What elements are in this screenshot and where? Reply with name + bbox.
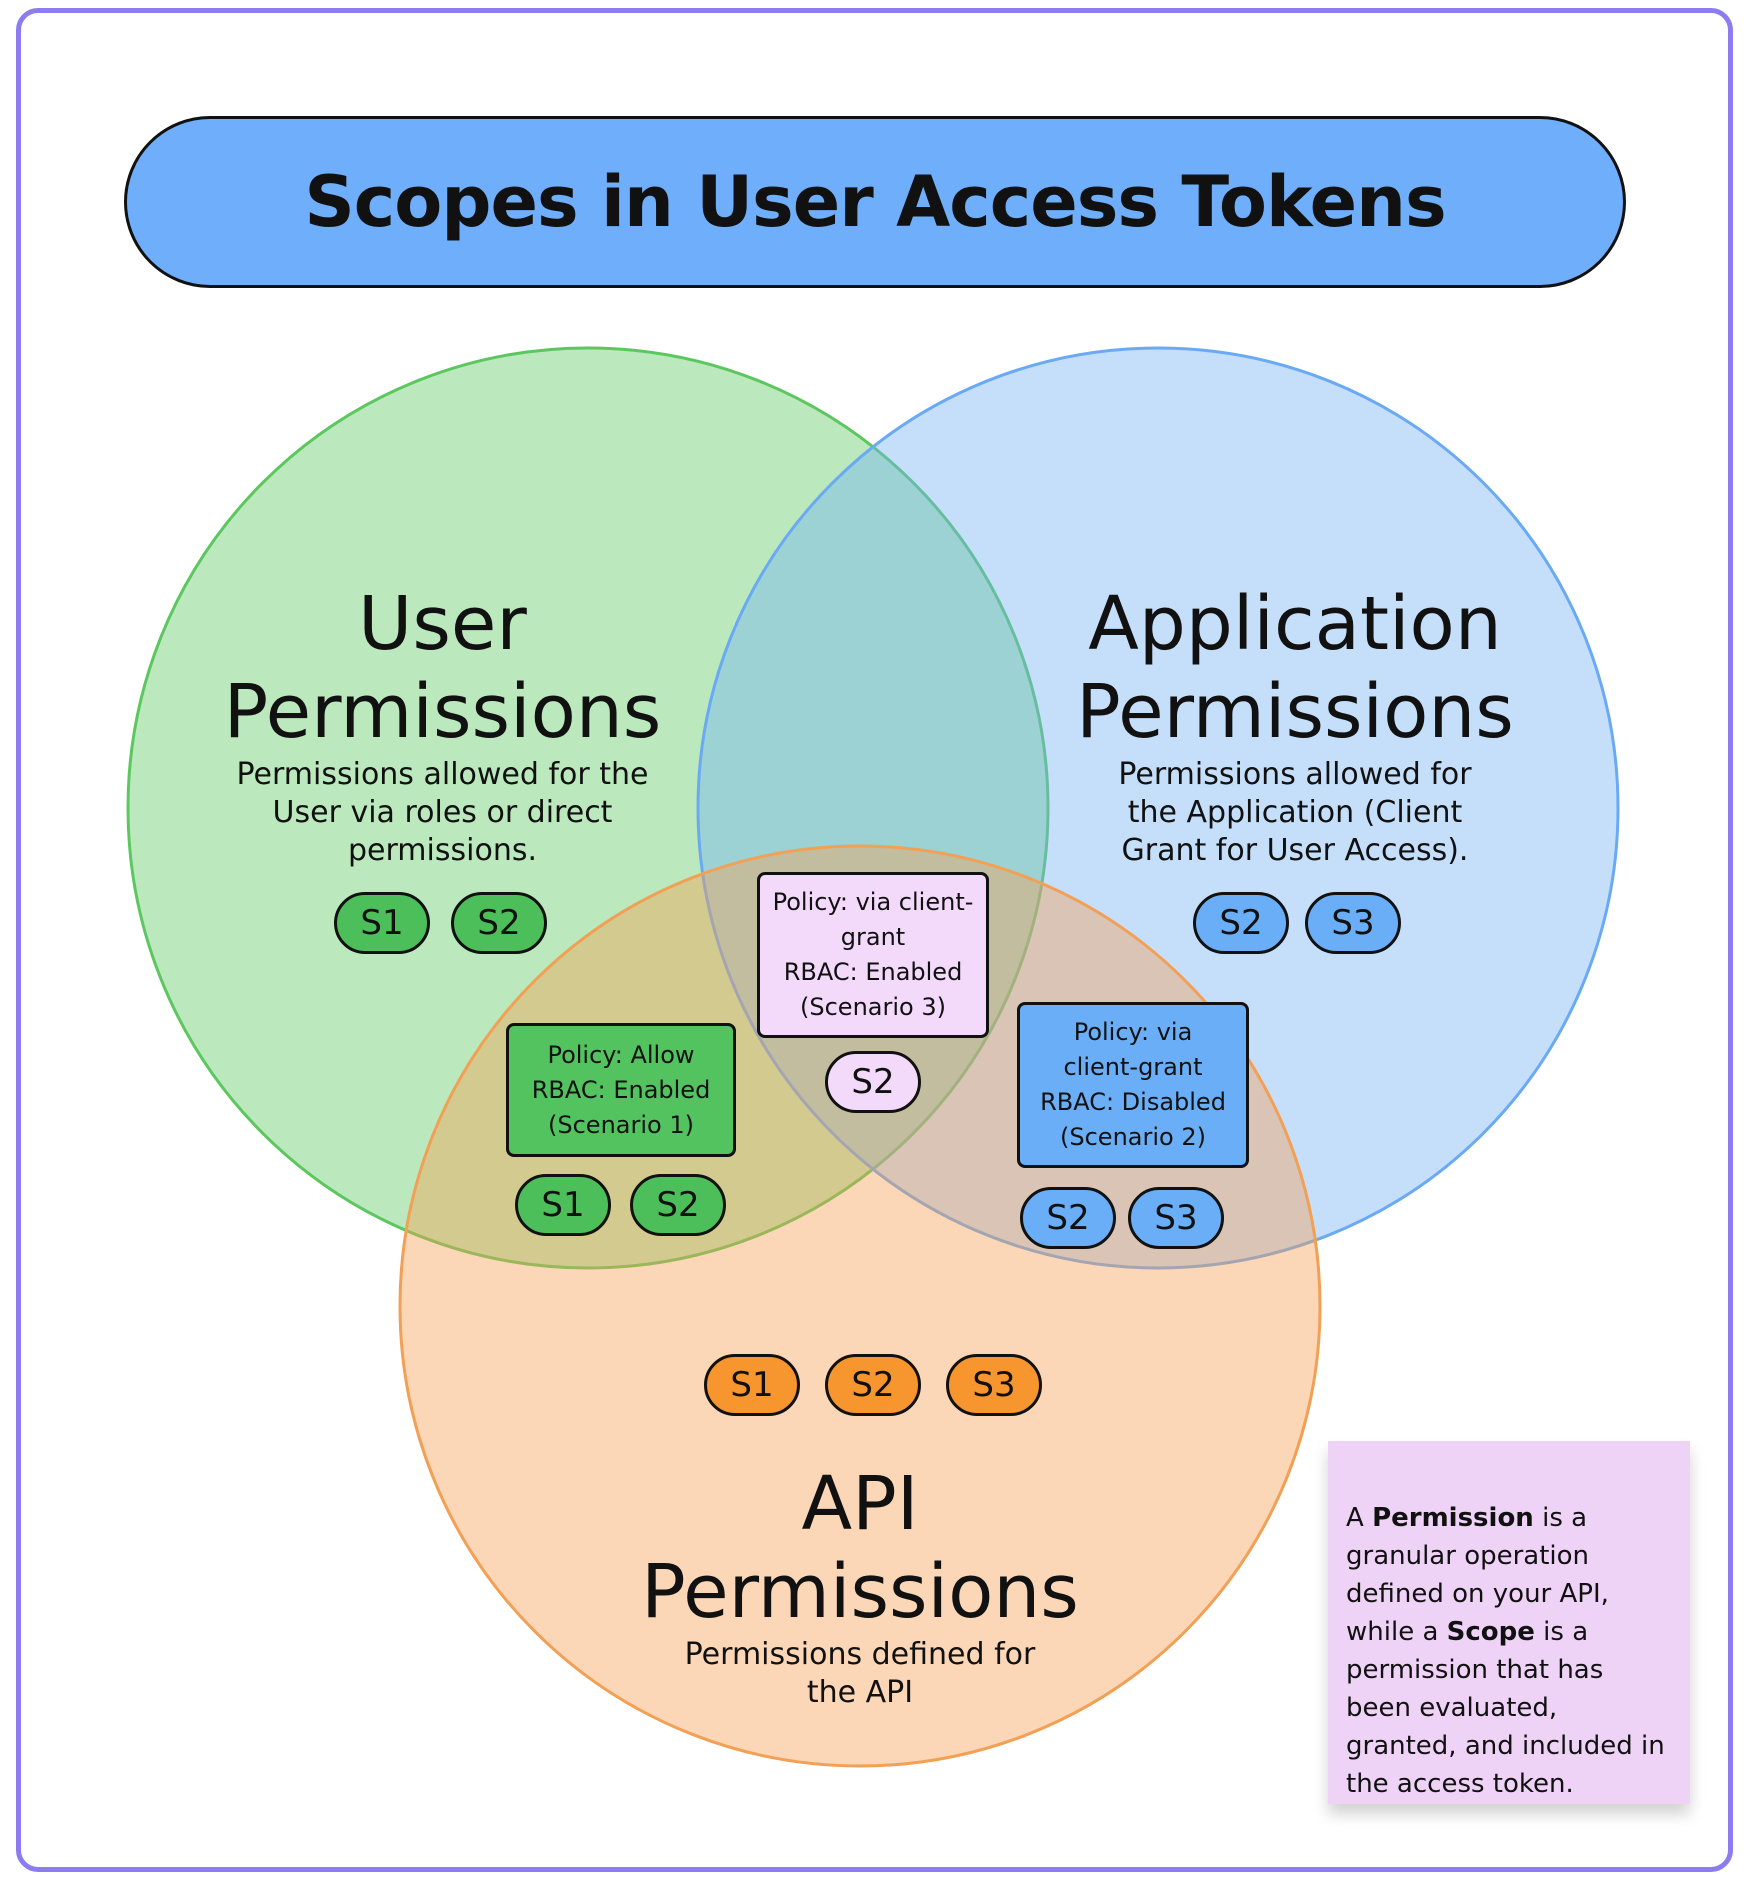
user-scope-s2: S2: [451, 892, 547, 954]
scenario-3-line-2: grant: [840, 923, 906, 951]
note-bold-permission: Permission: [1372, 1503, 1534, 1533]
scenario-2-box: Policy: via client-grant RBAC: Disabled …: [1017, 1002, 1249, 1168]
application-scope-s2: S2: [1193, 892, 1289, 954]
scenario-3-box: Policy: via client- grant RBAC: Enabled …: [757, 872, 989, 1038]
note-bold-scope: Scope: [1446, 1617, 1535, 1647]
scenario-2-line-4: (Scenario 2): [1060, 1123, 1206, 1151]
scenario-3-line-3: RBAC: Enabled: [783, 958, 963, 986]
user-permissions-label: User Permissions Permissions allowed for…: [200, 580, 685, 870]
note-text-3: is a permission that has been evaluated,…: [1346, 1617, 1665, 1799]
scenario-3-line-1: Policy: via client-: [772, 888, 974, 916]
scenario-1-line-3: (Scenario 1): [548, 1110, 694, 1139]
application-permissions-title-2: Permissions: [1076, 669, 1514, 755]
api-permissions-label: API Permissions Permissions defined for …: [610, 1460, 1110, 1712]
application-permissions-circle: [696, 346, 1620, 1270]
user-permissions-desc-1: Permissions allowed for the: [236, 757, 649, 792]
user-scope-s1: S1: [334, 892, 430, 954]
scenario-1-scope-s2: S2: [630, 1174, 726, 1236]
user-permissions-desc-3: permissions.: [348, 833, 537, 868]
scenario-2-line-3: RBAC: Disabled: [1040, 1088, 1226, 1116]
scenario-1-scope-s1: S1: [515, 1174, 611, 1236]
scenario-2-scope-s3: S3: [1128, 1187, 1224, 1249]
definition-note: A Permission is a granular operation def…: [1328, 1441, 1690, 1804]
application-permissions-label: Application Permissions Permissions allo…: [1060, 580, 1530, 870]
scenario-3-scope-s2: S2: [825, 1051, 921, 1113]
scenario-1-box: Policy: Allow RBAC: Enabled (Scenario 1): [506, 1023, 736, 1157]
application-permissions-desc-2: the Application (Client: [1127, 795, 1463, 830]
note-text-1: A: [1346, 1503, 1373, 1533]
api-permissions-title-1: API: [801, 1461, 919, 1547]
user-permissions-circle: [126, 346, 1050, 1270]
scenario-2-line-2: client-grant: [1063, 1053, 1203, 1081]
user-permissions-desc-2: User via roles or direct: [272, 795, 613, 830]
scenario-1-line-1: Policy: Allow: [547, 1040, 695, 1069]
api-permissions-desc-1: Permissions defined for: [684, 1637, 1036, 1672]
scenario-2-line-1: Policy: via: [1073, 1018, 1193, 1046]
application-permissions-title-1: Application: [1088, 581, 1502, 667]
api-scope-s3: S3: [946, 1354, 1042, 1416]
api-permissions-desc-2: the API: [806, 1675, 914, 1710]
title-banner: Scopes in User Access Tokens: [124, 116, 1626, 288]
api-permissions-title-2: Permissions: [641, 1549, 1079, 1635]
api-scope-s2: S2: [825, 1354, 921, 1416]
application-permissions-desc-1: Permissions allowed for: [1118, 757, 1472, 792]
scenario-2-scope-s2: S2: [1020, 1187, 1116, 1249]
scenario-1-line-2: RBAC: Enabled: [531, 1075, 711, 1104]
user-permissions-title-2: Permissions: [223, 669, 662, 755]
application-scope-s3: S3: [1305, 892, 1401, 954]
scenario-3-line-4: (Scenario 3): [800, 993, 946, 1021]
application-permissions-desc-3: Grant for User Access).: [1121, 833, 1469, 868]
page-title: Scopes in User Access Tokens: [304, 161, 1446, 243]
note-text-2: is a granular operation defined on your …: [1346, 1503, 1609, 1647]
user-permissions-title-1: User: [358, 581, 527, 667]
api-scope-s1: S1: [704, 1354, 800, 1416]
